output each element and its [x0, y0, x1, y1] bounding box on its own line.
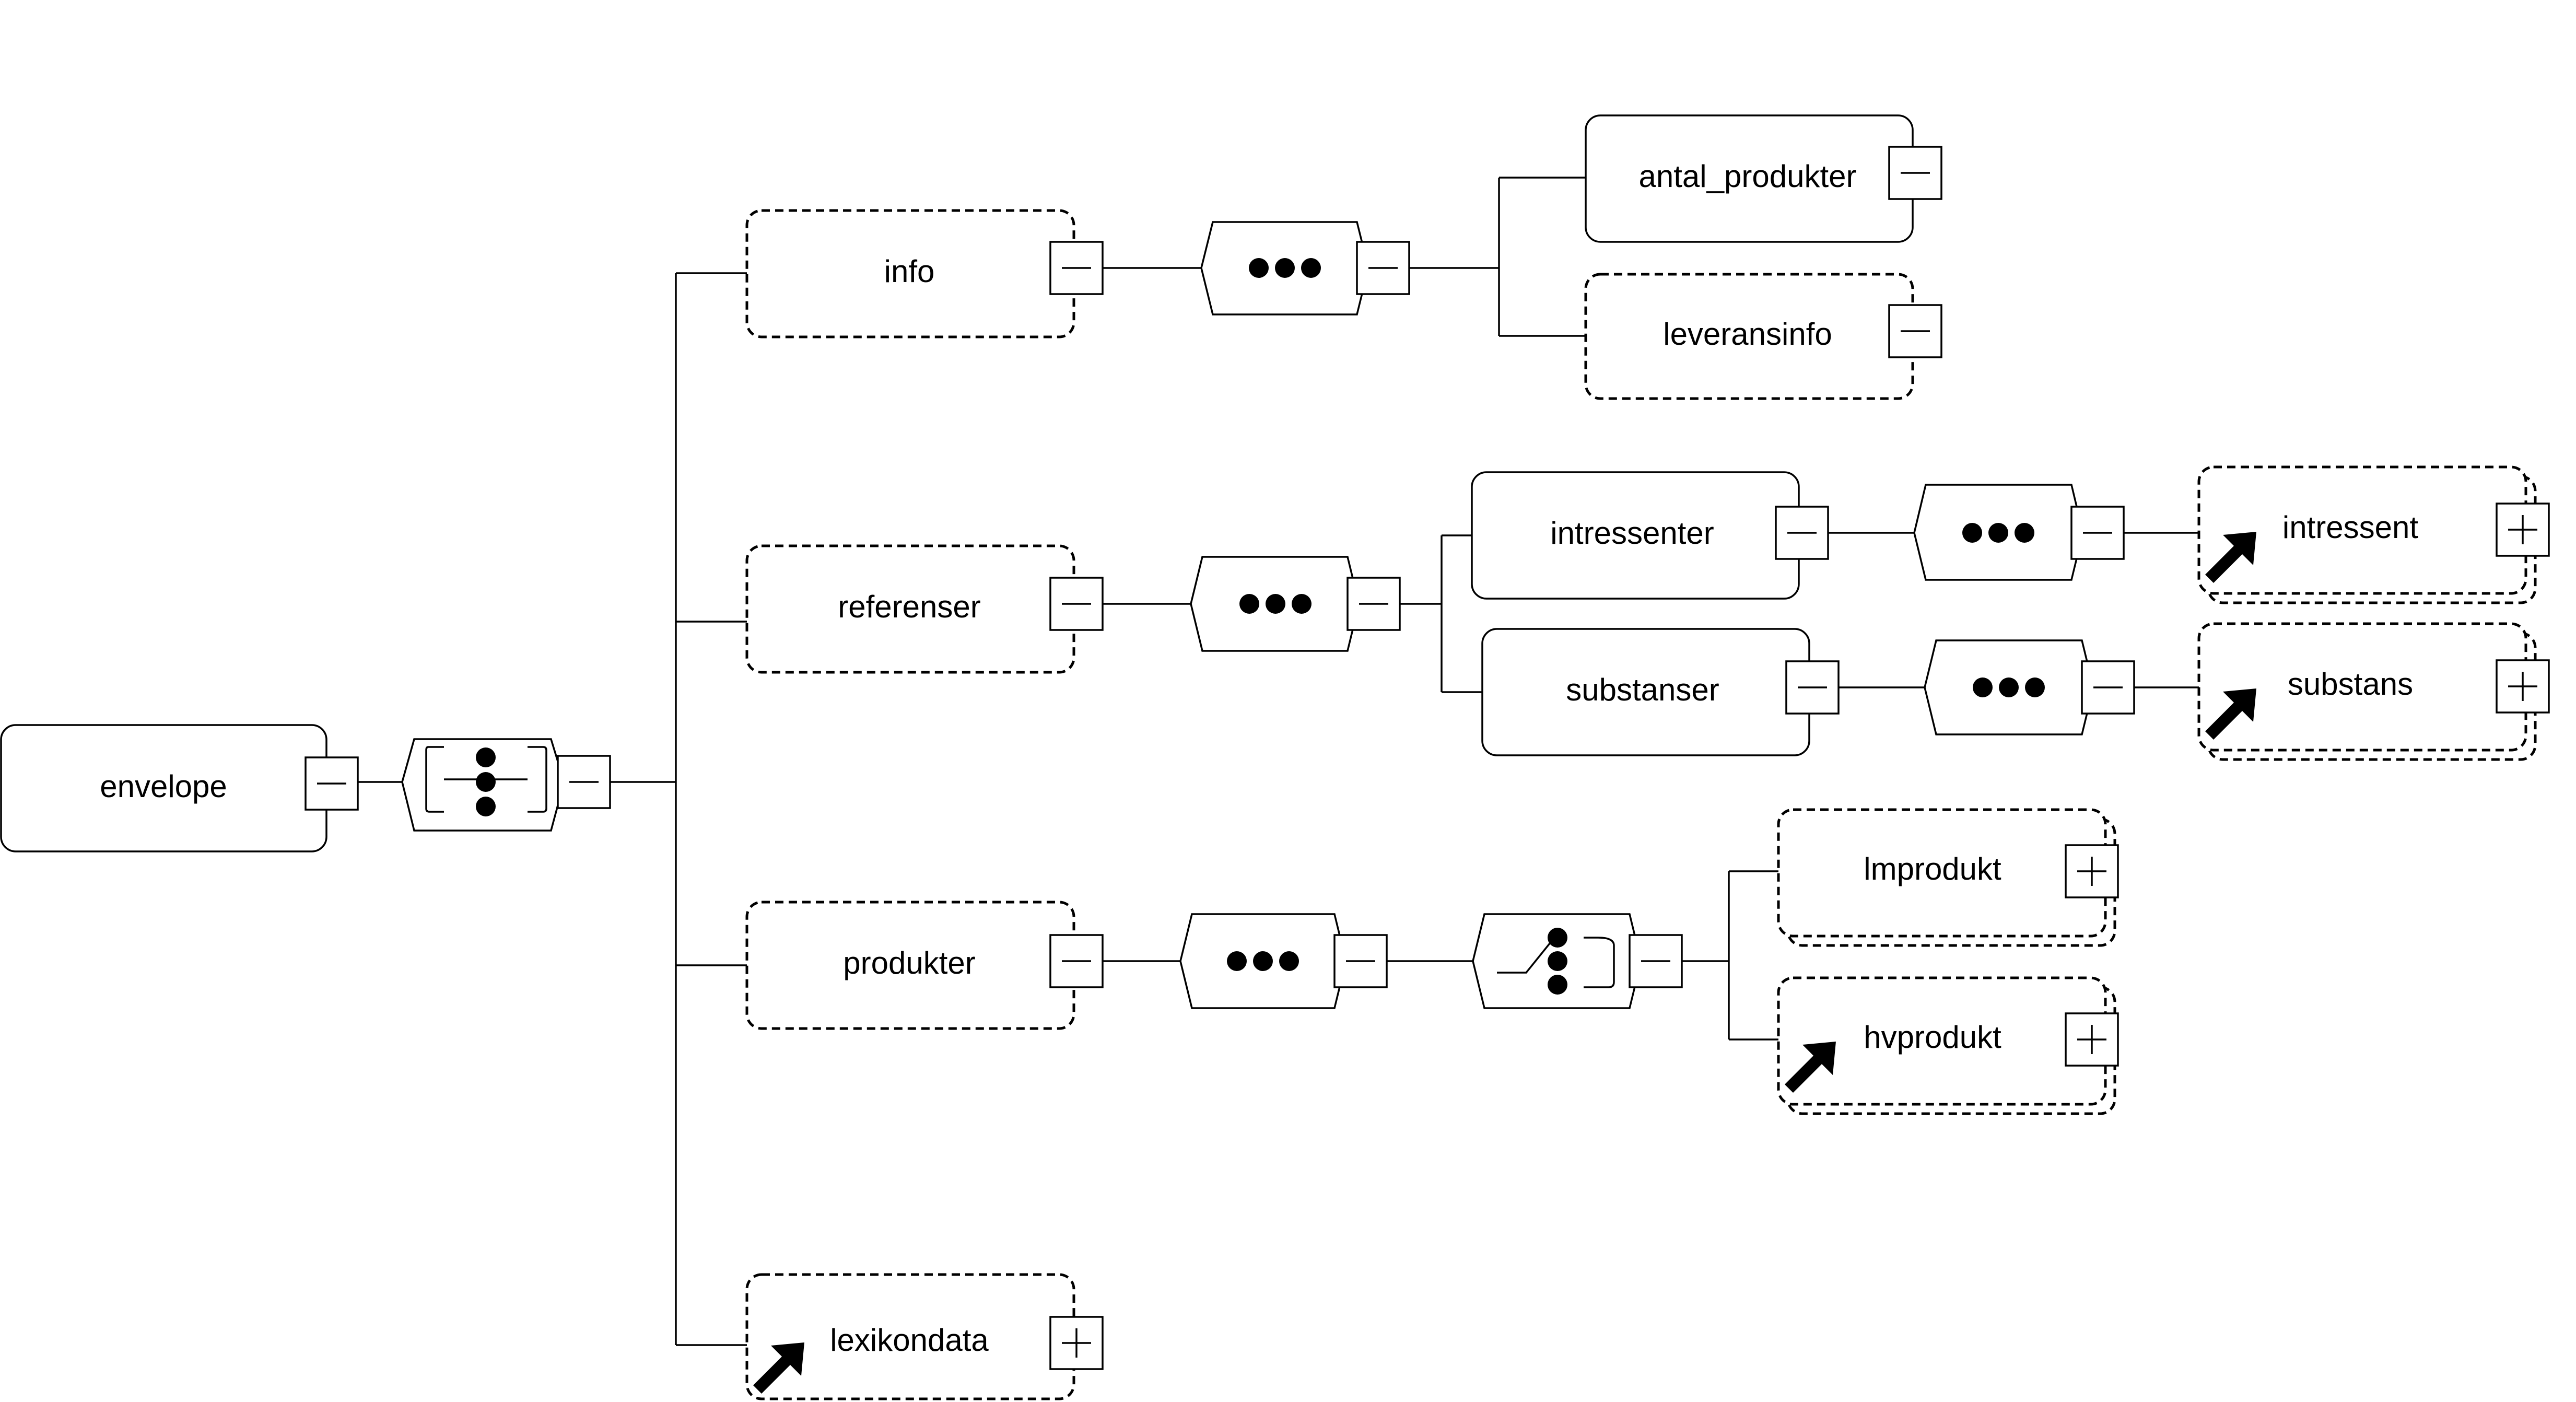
reference-arrow-icon — [753, 1342, 804, 1394]
reference-arrow-icon — [2205, 688, 2256, 740]
collapse-toggle[interactable] — [2081, 660, 2135, 715]
node-label: antal_produkter — [1639, 159, 1857, 194]
node-lexikondata[interactable]: lexikondata — [745, 1273, 1075, 1400]
collapse-toggle[interactable] — [1049, 241, 1104, 295]
node-antal-produkter[interactable]: antal_produkter — [1585, 114, 1914, 243]
collapse-toggle[interactable] — [1888, 146, 1942, 200]
sequence-compositor — [401, 738, 565, 832]
node-substanser[interactable]: substanser — [1481, 628, 1810, 756]
expand-toggle[interactable] — [2065, 844, 2119, 898]
collapse-toggle[interactable] — [1333, 934, 1388, 988]
collapse-toggle[interactable] — [1775, 506, 1829, 560]
collapse-toggle[interactable] — [1888, 304, 1942, 358]
node-intressenter[interactable]: intressenter — [1471, 471, 1800, 600]
expand-toggle[interactable] — [2496, 503, 2550, 557]
node-produkter[interactable]: produkter — [745, 901, 1075, 1030]
collapse-toggle[interactable] — [1049, 934, 1104, 988]
node-info[interactable]: info — [745, 209, 1075, 338]
node-label: lexikondata — [830, 1323, 989, 1358]
collapse-toggle[interactable] — [305, 756, 359, 811]
sequence-compositor — [1913, 484, 2084, 581]
node-label: referenser — [838, 589, 980, 624]
node-label: intressent — [2282, 510, 2418, 545]
node-label: leveransinfo — [1663, 317, 1832, 352]
node-hvprodukt[interactable]: hvprodukt — [1777, 976, 2116, 1115]
expand-toggle[interactable] — [1049, 1316, 1104, 1370]
node-label: envelope — [100, 769, 227, 804]
node-label: produkter — [843, 945, 975, 980]
sequence-compositor — [1924, 639, 2094, 735]
expand-toggle[interactable] — [2496, 659, 2550, 714]
node-referenser[interactable]: referenser — [745, 544, 1075, 674]
node-label: substans — [2288, 667, 2413, 702]
node-label: info — [884, 254, 935, 289]
collapse-toggle[interactable] — [1049, 577, 1104, 631]
choice-compositor — [1472, 913, 1642, 1009]
node-label: substanser — [1566, 672, 1719, 707]
collapse-toggle[interactable] — [557, 755, 611, 809]
sequence-compositor — [1179, 913, 1347, 1009]
node-lmprodukt[interactable]: lmprodukt — [1777, 808, 2116, 947]
sequence-compositor — [1190, 556, 1360, 652]
node-leveransinfo[interactable]: leveransinfo — [1584, 273, 1914, 400]
reference-arrow-icon — [2205, 532, 2256, 583]
connector-lines — [358, 177, 2199, 1346]
sequence-compositor — [1200, 221, 1369, 316]
collapse-toggle[interactable] — [1785, 660, 1840, 715]
node-label: lmprodukt — [1864, 851, 2001, 886]
collapse-toggle[interactable] — [1629, 934, 1683, 988]
node-label: intressenter — [1550, 516, 1714, 551]
collapse-toggle[interactable] — [1356, 241, 1410, 295]
node-envelope[interactable]: envelope — [0, 724, 327, 852]
collapse-toggle[interactable] — [2070, 506, 2125, 560]
reference-arrow-icon — [1785, 1042, 1836, 1093]
node-label: hvprodukt — [1864, 1020, 2001, 1055]
expand-toggle[interactable] — [2065, 1012, 2119, 1067]
node-intressent[interactable]: intressent — [2197, 465, 2537, 604]
collapse-toggle[interactable] — [1346, 577, 1401, 631]
node-substans[interactable]: substans — [2197, 622, 2537, 761]
